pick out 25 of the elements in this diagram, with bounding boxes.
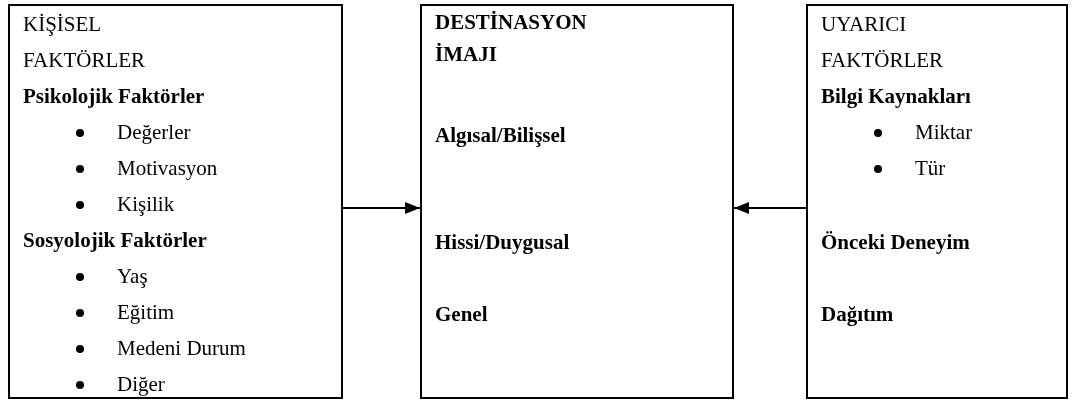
heading-text: KİŞİSEL FAKTÖRLER xyxy=(23,11,147,74)
heading-text: DESTİNASYON İMAJI xyxy=(435,9,588,68)
heading-text: UYARICI FAKTÖRLER xyxy=(821,11,945,74)
arrow xyxy=(343,201,420,215)
text-box xyxy=(806,4,1068,399)
list-item-text: Tür xyxy=(915,155,946,182)
text-box xyxy=(8,4,343,399)
subheading-text: Bilgi Kaynakları xyxy=(821,83,971,110)
list-item-text: Motivasyon xyxy=(117,155,218,182)
list-item-text: Miktar xyxy=(915,119,973,146)
subheading-text: Hissi/Duygusal xyxy=(435,229,570,256)
list-item-text: Medeni Durum xyxy=(117,335,246,362)
subheading-text: Önceki Deneyim xyxy=(821,229,970,256)
list-item-text: Eğitim xyxy=(117,299,175,326)
list-item-text: Diğer xyxy=(117,371,165,398)
subheading-text: Genel xyxy=(435,301,488,328)
list-item-text: Yaş xyxy=(117,263,148,290)
subheading-text: Sosyolojik Faktörler xyxy=(23,227,207,254)
list-item-text: Kişilik xyxy=(117,191,175,218)
list-item-text: Değerler xyxy=(117,119,191,146)
subheading-text: Dağıtım xyxy=(821,301,894,328)
subheading-text: Psikolojik Faktörler xyxy=(23,83,205,110)
arrow xyxy=(734,201,806,215)
text-box xyxy=(420,4,734,399)
subheading-text: Algısal/Bilişsel xyxy=(435,122,566,149)
